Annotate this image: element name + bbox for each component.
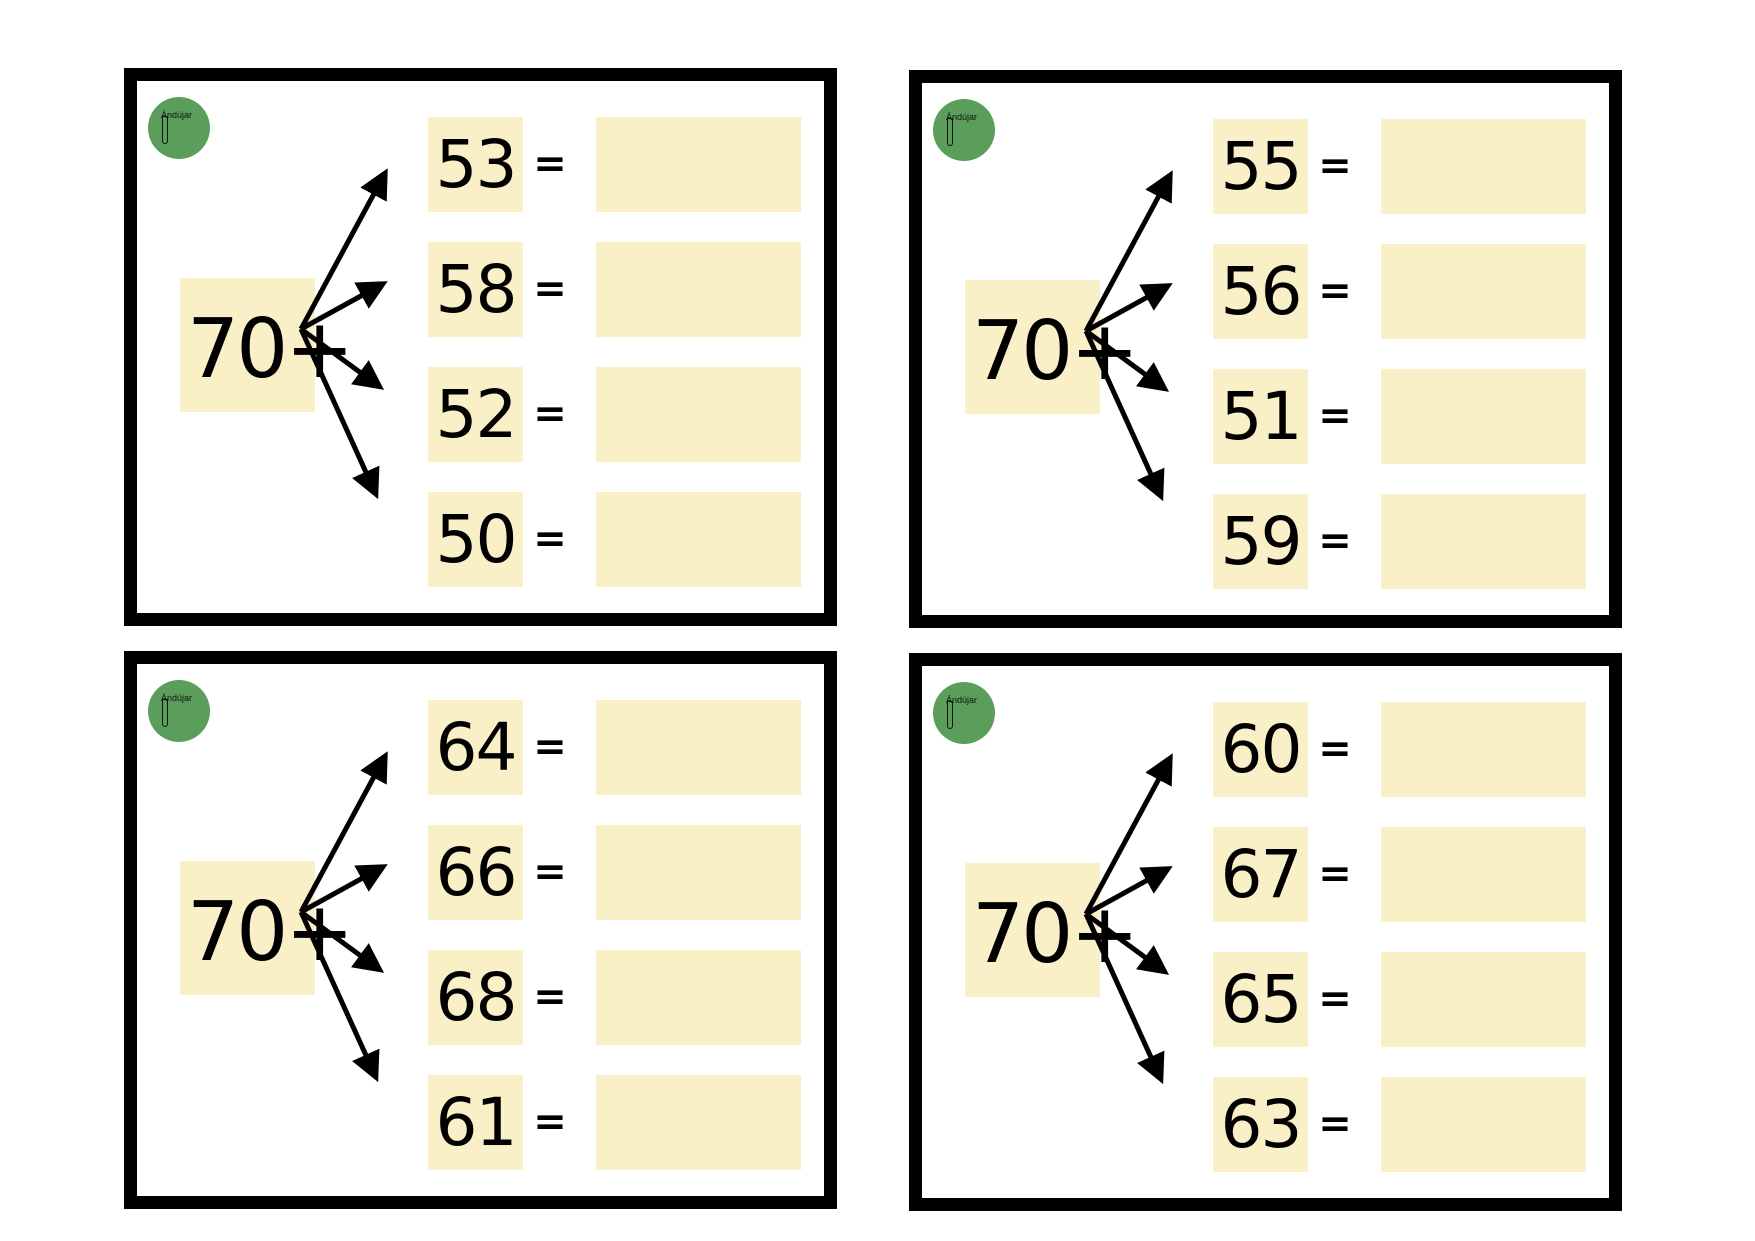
answer-box[interactable] (596, 242, 801, 337)
base-number: 70+ (187, 885, 354, 980)
exercise-card-1: Ándújar 70+ 53 = 58 = 52 = 50 = (124, 68, 837, 626)
addend-box (1213, 119, 1308, 214)
addend-box (1213, 952, 1308, 1047)
addend-number: 64 (435, 709, 518, 786)
equals-sign: = (1318, 726, 1352, 772)
addend-box (428, 492, 523, 587)
equals-sign: = (1318, 851, 1352, 897)
equals-sign: = (533, 391, 567, 437)
addend-number: 63 (1220, 1086, 1303, 1163)
base-box (180, 861, 315, 995)
addend-box (428, 1075, 523, 1170)
addend-number: 53 (435, 126, 518, 203)
answer-box[interactable] (1381, 827, 1586, 922)
addend-number: 68 (435, 959, 518, 1036)
answer-box[interactable] (1381, 244, 1586, 339)
answer-box[interactable] (596, 117, 801, 212)
addend-number: 50 (435, 501, 518, 578)
base-number: 70+ (187, 302, 354, 397)
base-number: 70+ (972, 304, 1139, 399)
logo-text: Ándújar (946, 112, 978, 122)
addend-number: 66 (435, 834, 518, 911)
addend-number: 55 (1220, 128, 1303, 205)
addend-box (1213, 494, 1308, 589)
logo-text: Ándújar (946, 695, 978, 705)
equals-sign: = (533, 141, 567, 187)
exercise-card-3: Ándújar 70+ 64 = 66 = 68 = 61 = (124, 651, 837, 1209)
answer-box[interactable] (596, 825, 801, 920)
pencil-icon (162, 699, 168, 727)
logo-text: Ándújar (161, 693, 193, 703)
answer-box[interactable] (1381, 119, 1586, 214)
addend-box (428, 825, 523, 920)
addend-number: 56 (1220, 253, 1303, 330)
answer-box[interactable] (1381, 702, 1586, 797)
base-number: 70+ (972, 887, 1139, 982)
addend-number: 59 (1220, 503, 1303, 580)
base-box (965, 280, 1100, 414)
logo-badge: Ándújar (933, 682, 995, 744)
equals-sign: = (533, 266, 567, 312)
answer-box[interactable] (596, 367, 801, 462)
exercise-card-2: Ándújar 70+ 55 = 56 = 51 = 59 = (909, 70, 1622, 628)
addend-number: 65 (1220, 961, 1303, 1038)
equals-sign: = (533, 849, 567, 895)
addend-number: 67 (1220, 836, 1303, 913)
equals-sign: = (1318, 976, 1352, 1022)
addend-box (1213, 827, 1308, 922)
addend-number: 58 (435, 251, 518, 328)
equals-sign: = (1318, 143, 1352, 189)
pencil-icon (162, 116, 168, 144)
equals-sign: = (533, 1099, 567, 1145)
addend-box (1213, 702, 1308, 797)
answer-box[interactable] (596, 492, 801, 587)
answer-box[interactable] (596, 1075, 801, 1170)
pencil-icon (947, 118, 953, 146)
equals-sign: = (1318, 268, 1352, 314)
addend-number: 61 (435, 1084, 518, 1161)
base-box (965, 863, 1100, 997)
addend-box (428, 367, 523, 462)
equals-sign: = (1318, 518, 1352, 564)
equals-sign: = (533, 724, 567, 770)
exercise-card-4: Ándújar 70+ 60 = 67 = 65 = 63 = (909, 653, 1622, 1211)
addend-box (428, 117, 523, 212)
addend-box (428, 700, 523, 795)
addend-number: 60 (1220, 711, 1303, 788)
addend-number: 51 (1220, 378, 1303, 455)
addend-number: 52 (435, 376, 518, 453)
answer-box[interactable] (1381, 494, 1586, 589)
addend-box (428, 242, 523, 337)
answer-box[interactable] (1381, 952, 1586, 1047)
answer-box[interactable] (1381, 369, 1586, 464)
logo-badge: Ándújar (933, 99, 995, 161)
addend-box (1213, 369, 1308, 464)
base-box (180, 278, 315, 412)
pencil-icon (947, 701, 953, 729)
answer-box[interactable] (596, 700, 801, 795)
addend-box (428, 950, 523, 1045)
addend-box (1213, 244, 1308, 339)
logo-text: Ándújar (161, 110, 193, 120)
addend-box (1213, 1077, 1308, 1172)
answer-box[interactable] (1381, 1077, 1586, 1172)
equals-sign: = (1318, 1101, 1352, 1147)
equals-sign: = (533, 516, 567, 562)
logo-badge: Ándújar (148, 680, 210, 742)
equals-sign: = (533, 974, 567, 1020)
logo-badge: Ándújar (148, 97, 210, 159)
answer-box[interactable] (596, 950, 801, 1045)
equals-sign: = (1318, 393, 1352, 439)
